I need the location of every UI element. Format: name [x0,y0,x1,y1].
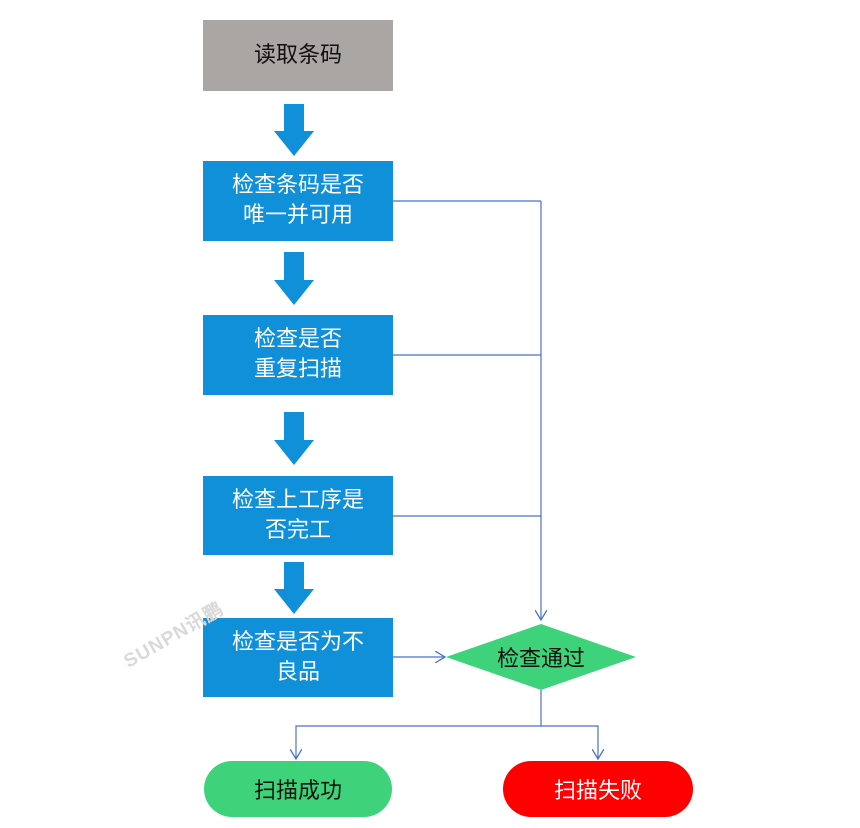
decision-diamond [446,624,636,690]
block-arrow-2 [274,252,314,305]
node-check-defective-line2: 良品 [275,659,320,685]
node-scan-failed: 扫描失败 [503,761,693,817]
node-check-prev-step: 检查上工序是 否完工 [203,476,393,555]
node-scan-success: 扫描成功 [204,761,392,817]
node-check-repeat-line1: 检查是否 [253,327,342,352]
node-check-defective: 检查是否为不 良品 [203,618,393,697]
connector-fail [541,725,598,759]
block-arrow-3 [274,412,314,465]
node-read-barcode-label: 读取条码 [253,42,342,68]
node-read-barcode: 读取条码 [203,20,393,91]
node-check-prev-step-line2: 否完工 [264,517,331,543]
decision-check-passed-label: 检查通过 [496,647,585,672]
node-check-repeat-line2: 重复扫描 [253,357,342,382]
block-arrow-4 [274,562,314,614]
node-check-defective-line1: 检查是否为不 [231,629,364,655]
node-check-prev-step-line1: 检查上工序是 [231,487,364,513]
node-check-unique-line2: 唯一并可用 [242,203,353,228]
node-check-unique: 检查条码是否 唯一并可用 [203,161,393,241]
block-arrow-1 [274,104,314,156]
node-check-unique-line1: 检查条码是否 [231,173,364,198]
connector-split [296,690,542,759]
node-check-repeat: 检查是否 重复扫描 [203,315,393,395]
